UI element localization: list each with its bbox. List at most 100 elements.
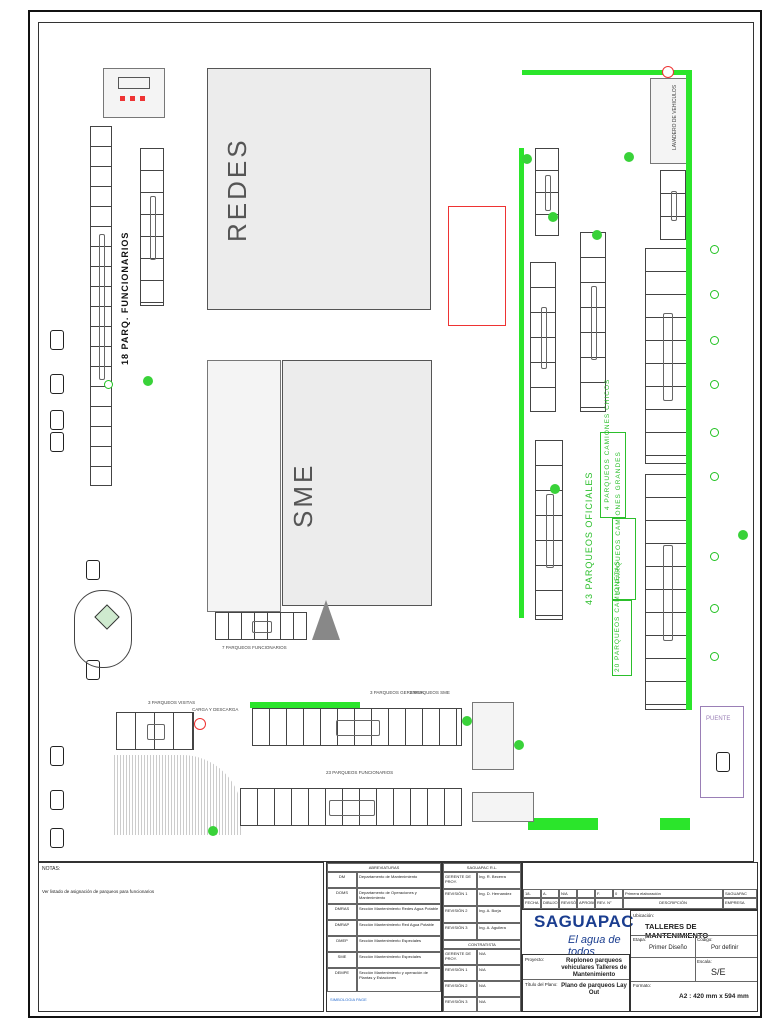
abbr-desc: Sección Mantenimiento Especiales: [357, 936, 441, 952]
parking-grid-right-b: [645, 474, 689, 710]
camiones-chicos-box: [600, 432, 626, 518]
hatched-area: [112, 755, 242, 835]
car: [86, 560, 100, 580]
red-marker: [662, 66, 674, 78]
parking-column-2: [140, 148, 164, 306]
visitas-parking-row: [116, 712, 194, 750]
etapa-value: Primer Diseño: [649, 945, 688, 951]
green-wall: [519, 148, 524, 618]
rev-header: DESCRIPCIÓN: [623, 898, 723, 909]
car: [50, 330, 64, 350]
funcionarios-label: 18 PARQ. FUNCIONARIOS: [120, 231, 130, 365]
redes-building: [207, 68, 431, 310]
parking-sign: [104, 380, 113, 389]
parking-column-right-top: [660, 170, 686, 240]
rev-header: DIBUJO: [541, 898, 559, 909]
abbreviations-panel: ABREVIATURAS DM Departamento de Mantenim…: [326, 862, 442, 1012]
parking-sign: [710, 604, 719, 613]
rev-fecha: 18-May-2021: [523, 889, 541, 898]
role: REVISIÓN 2: [443, 981, 477, 997]
abbr-code: DOMS: [327, 888, 357, 904]
saguapac-logo: SAGUAPAC El agua de todos: [532, 912, 634, 958]
titulo-label: Título del Plano:: [525, 982, 558, 987]
logo-slogan: El agua de todos: [568, 934, 621, 958]
green-wall: [250, 702, 360, 708]
gerencia-label: 3 PARQUEOS GERENCIA: [370, 690, 424, 695]
ubicacion-label: Ubicación:: [633, 913, 655, 918]
car: [716, 752, 730, 772]
role: GERENTE DE PROY.: [443, 949, 477, 965]
rev-dibujo: A. Aguilera: [541, 889, 559, 898]
parking-column-mid: [535, 148, 559, 236]
tree: [548, 212, 558, 222]
parking-sign: [710, 245, 719, 254]
car: [50, 432, 64, 452]
parking-grid-right-a: [645, 248, 689, 464]
revision-table: 18-May-2021 A. Aguilera N/A F. Suarez 0 …: [522, 862, 758, 910]
project-panel: Proyecto: Reploneo parqueos vehiculares …: [522, 954, 630, 1012]
funcionarios-row-bottom: [240, 788, 462, 826]
drawing-sheet: [28, 10, 762, 1018]
parking-sign: [710, 652, 719, 661]
formato-value: A2 : 420 mm x 594 mm: [679, 993, 749, 1000]
oficiales-label: 43 PARQUEOS OFICIALES: [584, 471, 594, 605]
sme-label: SME: [288, 462, 318, 528]
camionetas-box: [612, 600, 632, 676]
role: GERENTE DE PROY.: [443, 872, 477, 889]
titulo-value: Plano de parqueos Lay Out: [561, 983, 627, 996]
camiones-chicos-label: 4 PARQUEOS CAMIONES CHICOS: [604, 378, 611, 510]
tree: [208, 826, 218, 836]
funcionarios-parq-label: 23 PARQUEOS FUNCIONARIOS: [326, 770, 394, 775]
role: REVISIÓN 1: [443, 889, 477, 906]
highlighted-area: [448, 206, 506, 326]
green-wall: [660, 818, 690, 830]
logo-brand: SAGUAPAC: [534, 912, 635, 931]
equipment-box: [103, 68, 165, 118]
car: [50, 410, 64, 430]
tree: [514, 740, 524, 750]
saguapac-header: SAGUAPAC R.L.: [443, 863, 521, 872]
tree: [522, 154, 532, 164]
rev-header: FECHA: [523, 898, 541, 909]
puente-label: PUENTE: [706, 716, 731, 722]
name: N/A: [477, 965, 521, 981]
name: N/A: [477, 981, 521, 997]
parking-sign: [710, 336, 719, 345]
rev-header: APROBÓ: [577, 898, 595, 909]
codigo-label: Código:: [697, 937, 713, 942]
car: [50, 828, 64, 848]
rev-rev: F. Suarez: [595, 889, 613, 898]
utility-building-2: [472, 792, 534, 822]
car: [50, 374, 64, 394]
name: Ing. A. Borja: [477, 906, 521, 923]
name: N/A: [477, 949, 521, 965]
proyecto-label: Proyecto:: [525, 957, 545, 962]
tree: [624, 152, 634, 162]
notes-text: Ver listado de asignación de parqueos pa…: [42, 889, 155, 894]
camionetas-label: 20 PARQUEOS CAMIONETAS: [614, 560, 621, 672]
sme-annex: [207, 360, 281, 612]
abbreviations-footer: SIMBOLOGIA PAGE: [330, 997, 367, 1002]
green-wall: [686, 70, 692, 710]
parking-sign: [710, 428, 719, 437]
rev-header: REVISÓ: [559, 898, 577, 909]
role: REVISIÓN 2: [443, 906, 477, 923]
tree: [592, 230, 602, 240]
role: REVISIÓN 3: [443, 923, 477, 940]
rev-number: 0: [613, 889, 623, 898]
abbr-code: DM: [327, 872, 357, 888]
name: Ing. D. Hernandez: [477, 889, 521, 906]
parking-sign: [710, 290, 719, 299]
redes-label: REDES: [222, 137, 252, 242]
parking-sign: [710, 380, 719, 389]
name: Ing. R. Becerra: [477, 872, 521, 889]
abbr-desc: Sección Mantenimiento Especiales: [357, 952, 441, 968]
sme-building: [282, 360, 432, 606]
proyecto-value: Reploneo parqueos vehiculares Talleres d…: [561, 958, 627, 978]
car: [50, 746, 64, 766]
puente-area: [700, 706, 744, 798]
rev-reviso: N/A: [559, 889, 577, 898]
abbr-desc: Sección Mantenimiento Redes Agua Potable: [357, 904, 441, 920]
triangle-marker: [312, 600, 340, 640]
etapa-label: Etapa:: [633, 937, 647, 942]
